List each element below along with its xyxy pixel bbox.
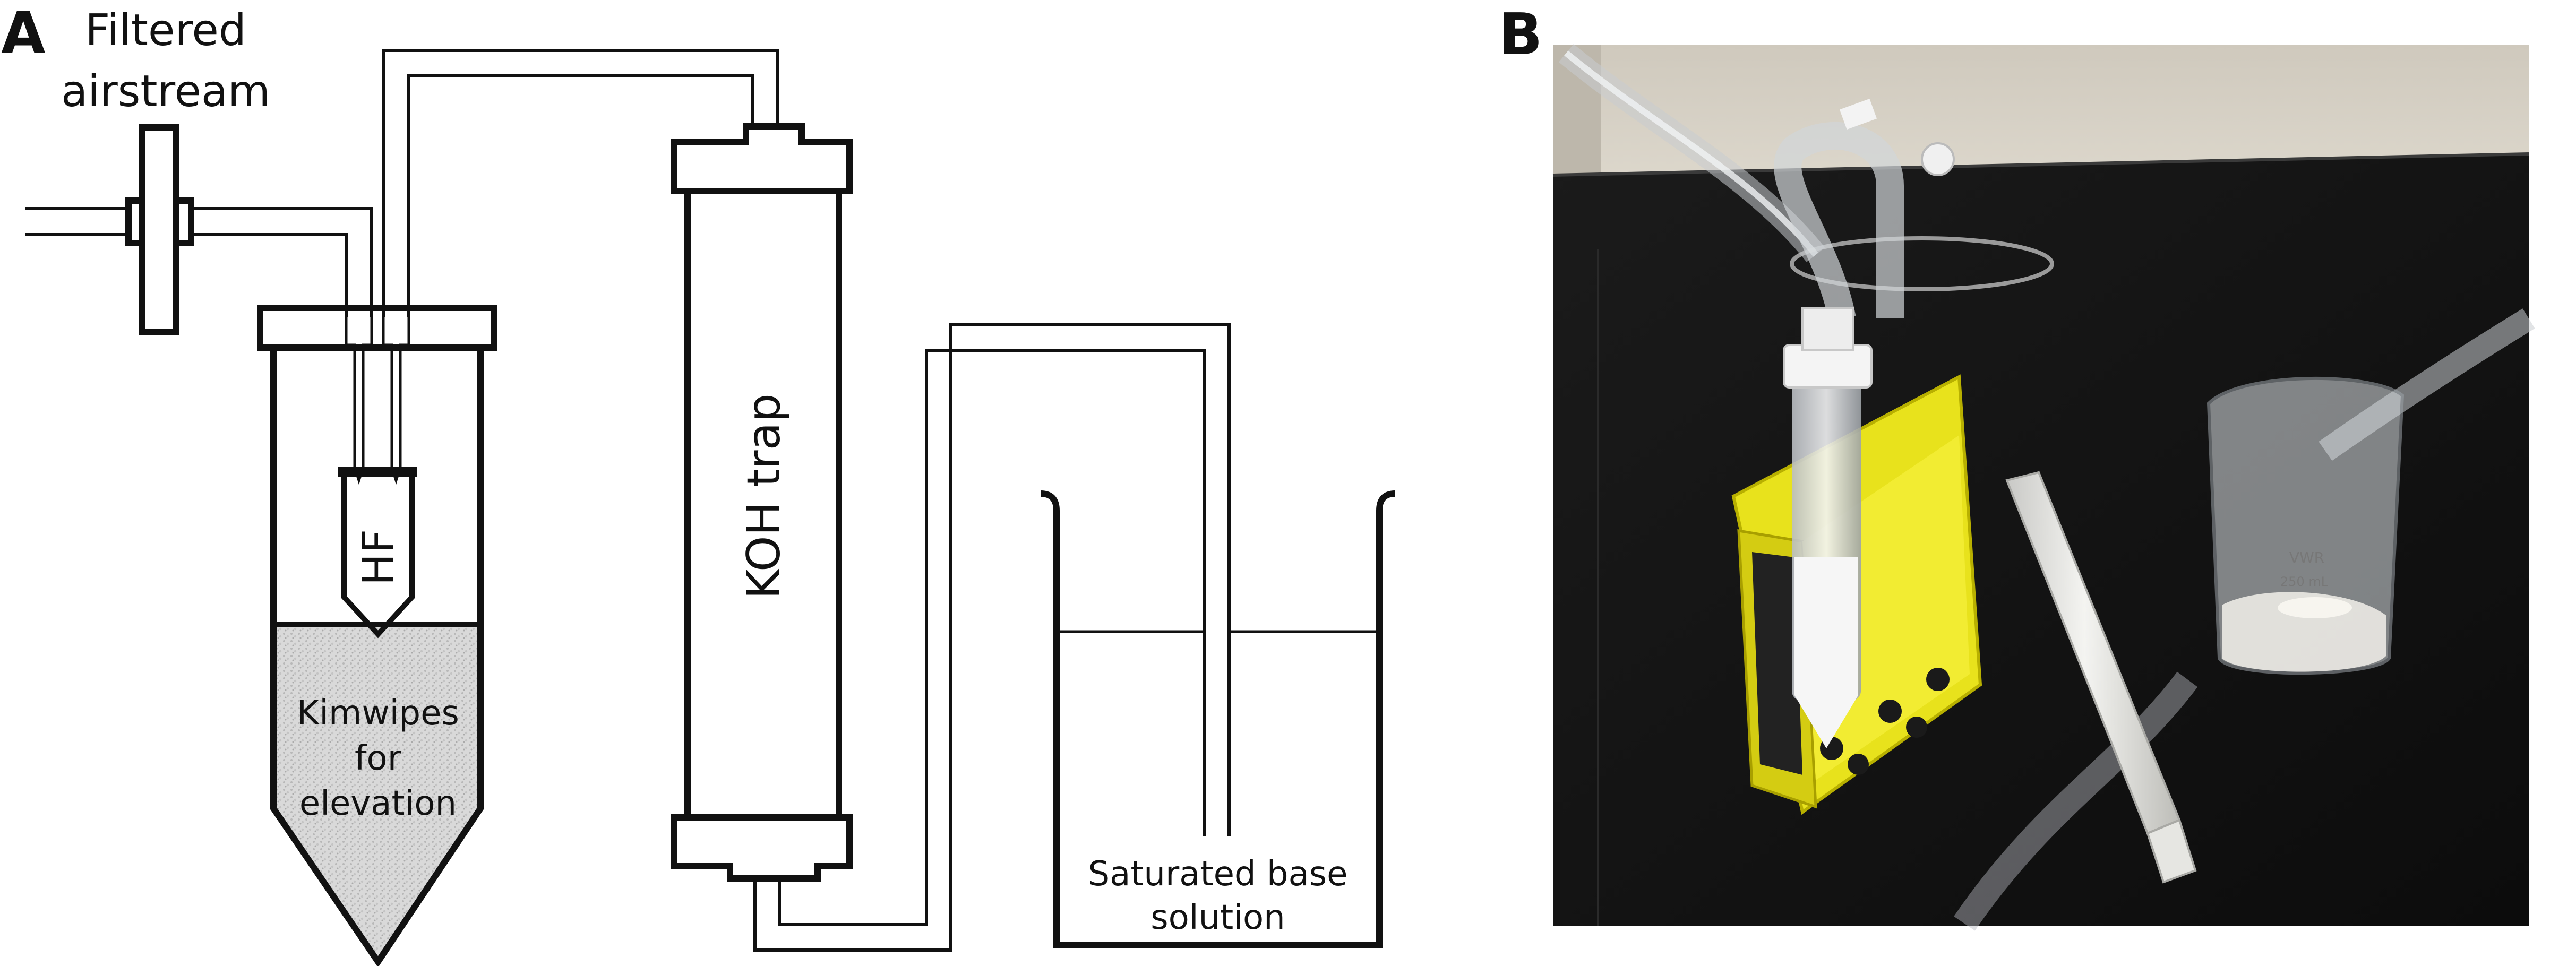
beaker-volume-label: 250 mL [2280, 574, 2329, 589]
base-beaker-icon: Saturated base solution [1040, 490, 1396, 948]
filtered-airstream-label-line1: Filtered [85, 5, 246, 56]
hf-label: HF [354, 529, 403, 585]
needles-icon [345, 317, 410, 485]
base-solution-label-line1: Saturated base [1088, 855, 1347, 894]
base-solution-label-line2: solution [1150, 898, 1285, 937]
koh-trap-label: KOH trap [737, 393, 791, 599]
lab-setup-photo: VWR 250 mL [1552, 44, 2535, 931]
syringe-filter-icon [125, 124, 194, 335]
kimwipes-label-line1: Kimwipes [297, 694, 459, 733]
panel-b-letter: B [1499, 2, 1542, 68]
hf-vial-icon: HF [338, 467, 417, 639]
trap-outlet-tubing [753, 323, 1231, 952]
filtered-airstream-label-line2: airstream [61, 66, 270, 117]
panel-a-letter: A [1, 1, 46, 67]
kimwipes-label-line3: elevation [299, 784, 457, 823]
kimwipes-label-line2: for [355, 739, 402, 778]
koh-trap-icon: KOH trap [671, 123, 853, 882]
panel-a: A Filtered airstream Kimwipes for elevat… [1, 1, 1396, 966]
outlet-tubing [382, 49, 779, 317]
beaker-brand-label: VWR [2289, 549, 2324, 566]
conical-tube-icon: Kimwipes for elevation [257, 305, 497, 966]
panel-b: B [1499, 2, 2535, 931]
inlet-tubing [25, 207, 373, 317]
